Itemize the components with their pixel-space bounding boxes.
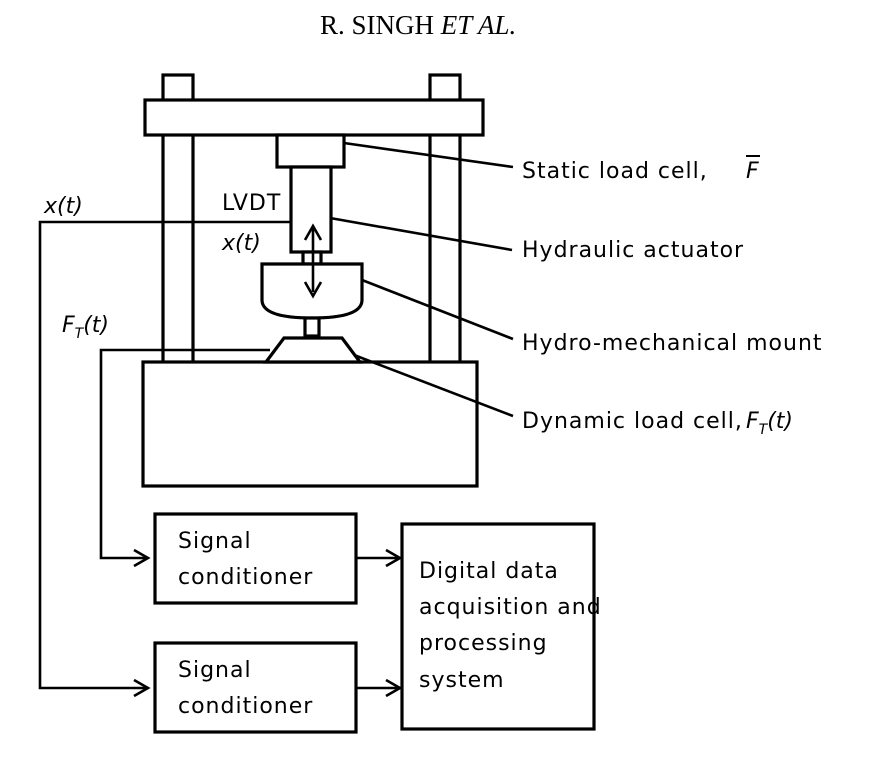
signal-conditioner-2	[153, 641, 358, 734]
hydraulic-actuator	[289, 165, 333, 254]
x-signal-line	[38, 220, 291, 690]
label-hydraulic-actuator: Hydraulic actuator	[522, 238, 744, 263]
leader-static	[343, 141, 514, 169]
symbol-static-force: F	[746, 159, 759, 184]
ft-signal-line	[99, 348, 270, 560]
label-x-inner: x(t)	[221, 231, 261, 256]
arrow-head-down	[303, 281, 323, 299]
daq-line-4: system	[419, 668, 505, 693]
label-hydro-mount: Hydro-mechanical mount	[522, 331, 823, 356]
sc1-to-daq-arrow	[385, 548, 403, 568]
arrow-head-up	[303, 223, 323, 241]
leader-actuator	[329, 216, 513, 252]
daq-system	[400, 522, 596, 731]
leader-dynamic	[353, 353, 514, 418]
label-x-signal: x(t)	[43, 194, 83, 219]
ft-signal-arrow	[133, 548, 151, 568]
author-header: R. SINGH ET AL.	[320, 10, 516, 40]
symbol-dynamic-force: FT(t)	[746, 409, 793, 438]
leader-mount	[361, 278, 514, 341]
daq-line-1: Digital data	[419, 559, 559, 584]
sc2-to-daq-arrow	[385, 678, 403, 698]
label-static-load-cell: Static load cell,	[522, 159, 708, 184]
dynamic-load-cell	[262, 336, 364, 364]
base-block	[141, 360, 479, 488]
label-ft-signal: FT(t)	[62, 313, 109, 342]
label-lvdt: LVDT	[222, 191, 281, 216]
daq-line-3: processing	[419, 631, 548, 656]
signal-conditioner-2-line-2: conditioner	[178, 694, 313, 719]
crosshead	[143, 98, 485, 137]
daq-line-2: acquisition and	[419, 595, 602, 620]
signal-conditioner-1-line-2: conditioner	[178, 565, 313, 590]
signal-conditioner-1-line-1: Signal	[178, 529, 252, 554]
signal-conditioner-2-line-1: Signal	[178, 658, 252, 683]
label-dynamic-load-cell: Dynamic load cell,	[522, 409, 743, 434]
x-signal-arrow	[133, 678, 151, 698]
mount-stem	[303, 316, 321, 338]
static-load-cell	[275, 133, 346, 169]
